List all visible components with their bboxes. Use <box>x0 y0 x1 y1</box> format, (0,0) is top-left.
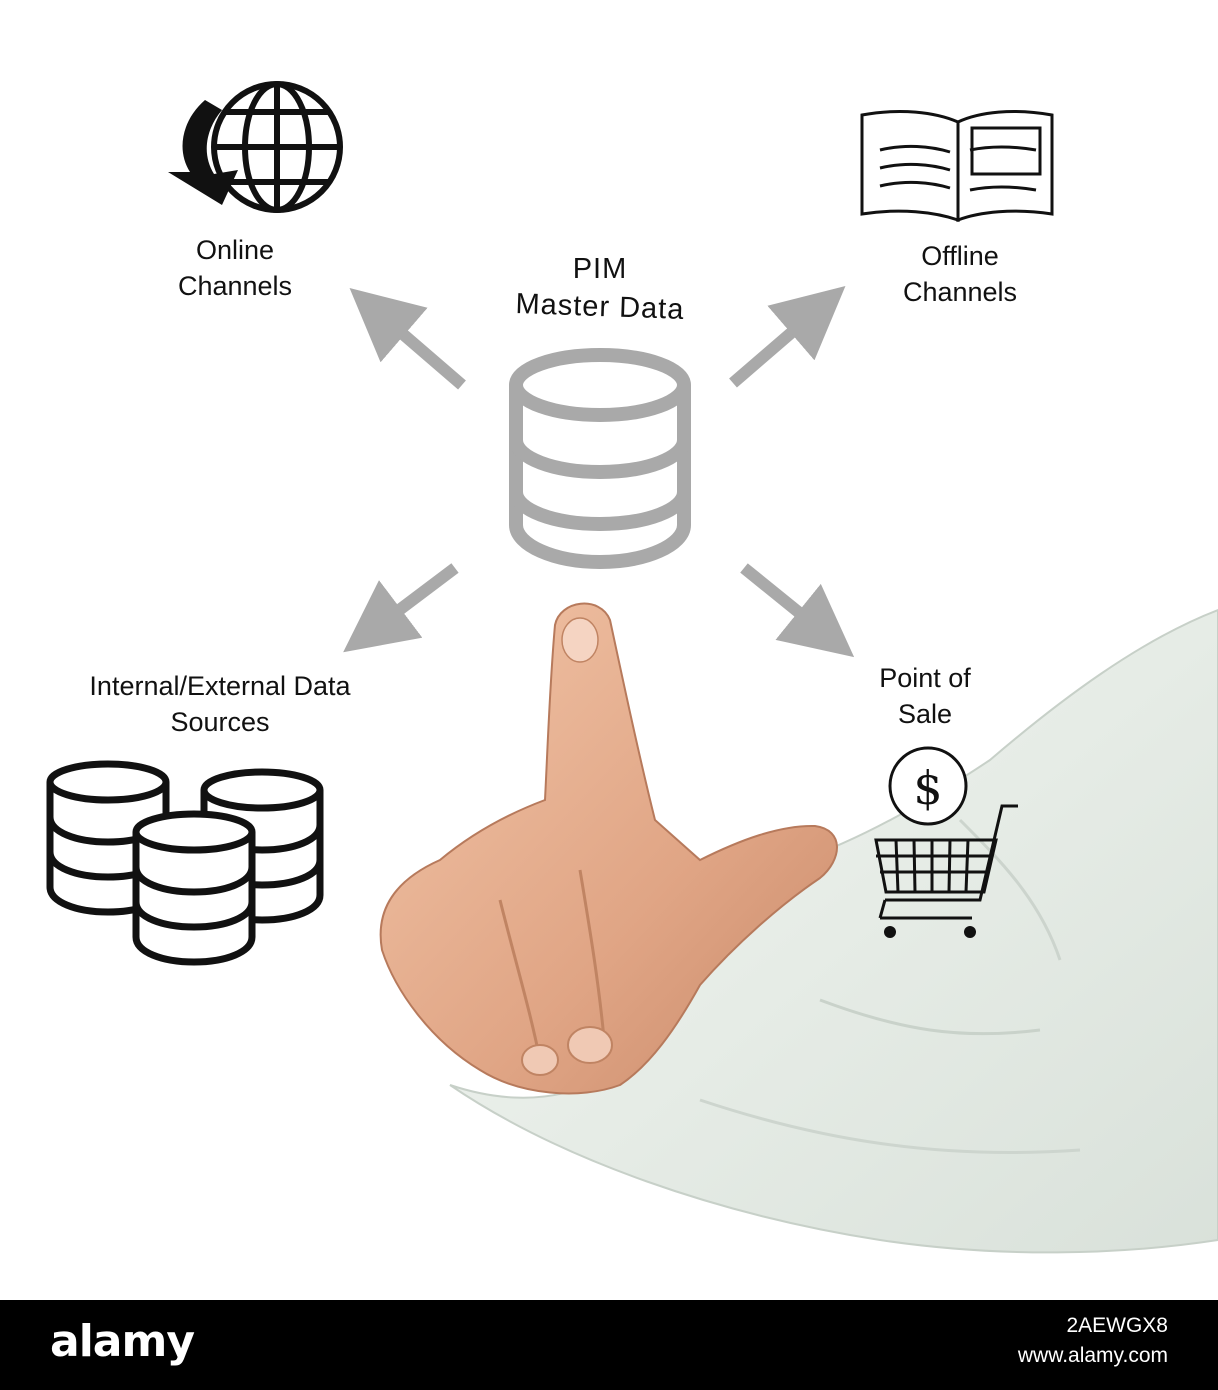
shopping-cart-dollar-icon: $ <box>874 746 1018 938</box>
dollar-symbol: $ <box>913 761 942 815</box>
diagram-canvas: $ <box>46 81 1218 1254</box>
arrow-to-internal <box>343 563 459 653</box>
arrow-to-pos <box>740 563 855 658</box>
internal-external-sources-label: Internal/External Data Sources <box>89 671 351 737</box>
image-id: 2AEWGX8 <box>1066 1314 1168 1337</box>
pim-master-data-label: PIM Master Data <box>515 253 685 326</box>
open-book-icon <box>860 110 1054 223</box>
database-icon <box>509 348 691 570</box>
point-of-sale-label: Point of Sale <box>879 663 971 729</box>
online-channels-label: Online Channels <box>177 235 293 301</box>
arrows <box>343 286 855 658</box>
offline-channels-label: Offline Channels <box>902 241 1018 307</box>
pointing-hand-photo <box>379 602 838 1095</box>
globe-icon <box>168 81 343 213</box>
watermark-footer: alamy 2AEWGX8 www.alamy.com <box>0 1300 1218 1390</box>
site-url: www.alamy.com <box>1017 1344 1168 1367</box>
arrow-to-online <box>349 288 466 390</box>
database-stack-icon <box>46 760 324 966</box>
brand-logo: alamy <box>50 1316 195 1367</box>
arrow-to-offline <box>729 286 846 388</box>
